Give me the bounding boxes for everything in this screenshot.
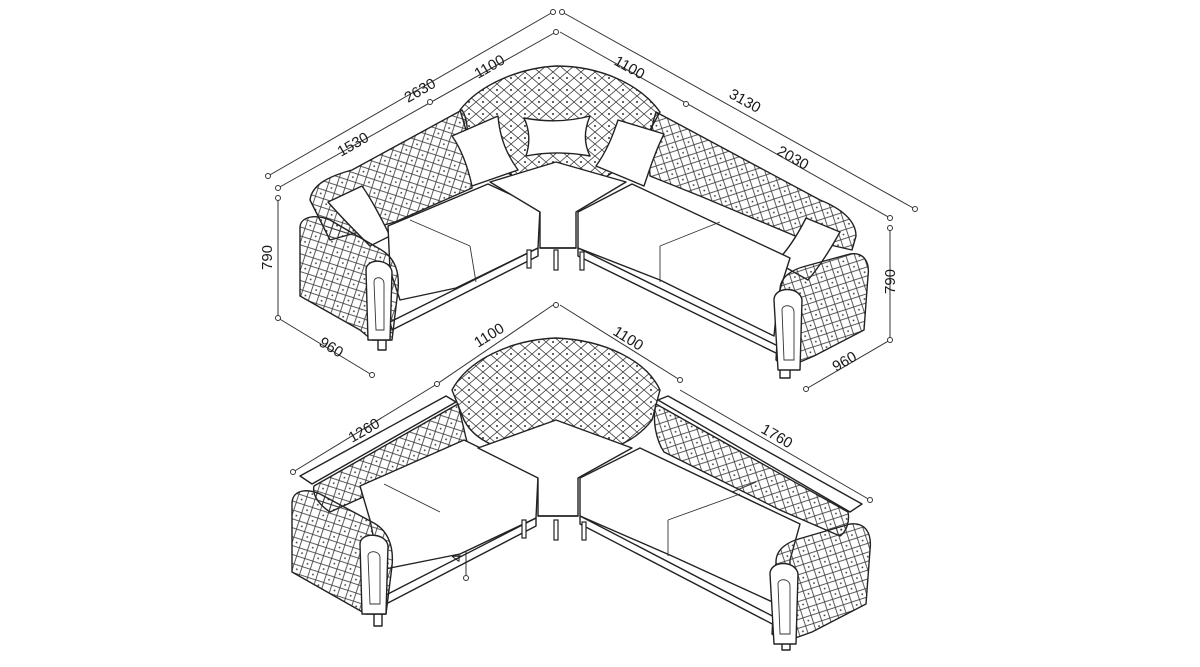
top-corner-seat bbox=[489, 161, 627, 249]
bottom-dim-back-right: 1760 bbox=[758, 421, 795, 452]
top-leg-2 bbox=[553, 249, 559, 271]
bottom-left-backrest bbox=[299, 395, 457, 485]
bottom-leg-3 bbox=[581, 521, 587, 541]
bottom-dim-corner-left: 1100 bbox=[471, 320, 507, 352]
bottom-corner-seat bbox=[477, 419, 633, 517]
bottom-leg-2 bbox=[553, 519, 559, 541]
top-dim-overall-right: 3130 bbox=[726, 86, 763, 117]
bottom-dim-corner-right: 1100 bbox=[610, 323, 646, 355]
bottom-leg-1 bbox=[521, 519, 527, 539]
top-dim-section-right: 2030 bbox=[774, 143, 811, 174]
top-sofa: 2630 1100 1100 3130 1530 2030 790 790 96… bbox=[259, 9, 918, 392]
top-dim-height-left: 790 bbox=[259, 245, 276, 270]
top-dim-depth-left: 960 bbox=[316, 334, 346, 361]
top-pillow-4 bbox=[595, 119, 665, 187]
bottom-right-backrest bbox=[657, 395, 863, 513]
top-dimension-lines bbox=[265, 9, 918, 392]
top-dim-depth-right: 960 bbox=[830, 348, 860, 375]
bottom-right-back-cushion bbox=[653, 403, 850, 537]
top-dim-height-right: 790 bbox=[882, 269, 899, 294]
top-left-front-leg bbox=[377, 331, 387, 351]
top-leg-1 bbox=[526, 249, 532, 269]
top-dim-section-left: 1530 bbox=[335, 129, 372, 160]
bottom-sofa: 1100 1100 1260 1760 1000 1000 430 bbox=[290, 302, 873, 651]
top-dim-overall-left: 2630 bbox=[402, 75, 439, 106]
bottom-left-front-leg bbox=[373, 605, 383, 627]
top-pillow-3 bbox=[523, 115, 591, 157]
top-leg-3 bbox=[579, 251, 585, 271]
top-pillow-2 bbox=[451, 115, 519, 187]
